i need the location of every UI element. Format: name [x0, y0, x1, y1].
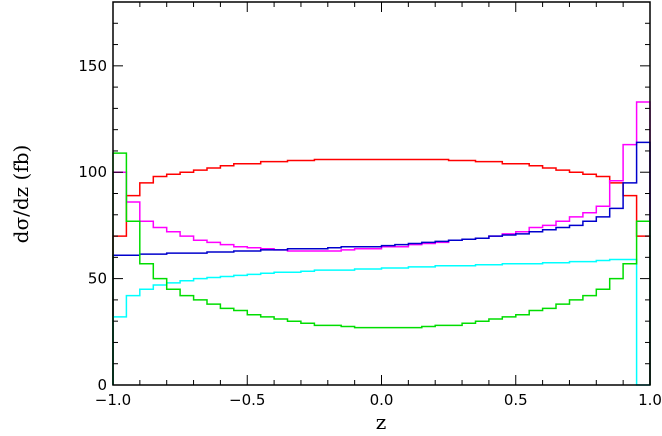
- ticks-layer: [112, 1, 651, 386]
- series-layer: [112, 101, 651, 386]
- y-tick-label: 50: [88, 270, 107, 288]
- y-tick-label: 0: [97, 376, 107, 394]
- series-line-3: [112, 141, 651, 385]
- x-tick-label: −1.0: [95, 391, 131, 409]
- x-tick-label: −0.5: [229, 391, 265, 409]
- y-tick-labels: 0 50 100 150: [78, 57, 107, 394]
- y-axis-title: dσ/dz (fb): [9, 145, 33, 244]
- y-tick-label: 150: [78, 57, 107, 75]
- series-line-1: [112, 158, 651, 385]
- x-axis-title: z: [376, 410, 387, 434]
- x-tick-label: 0.0: [370, 391, 394, 409]
- x-tick-labels: −1.0 −0.5 0.0 0.5 1.0: [95, 391, 662, 409]
- x-tick-label: 0.5: [504, 391, 528, 409]
- series-line-2: [112, 101, 651, 385]
- y-tick-label: 100: [78, 163, 107, 181]
- x-tick-label: 1.0: [638, 391, 662, 409]
- series-line-4: [112, 258, 650, 386]
- series-line-5: [112, 152, 651, 385]
